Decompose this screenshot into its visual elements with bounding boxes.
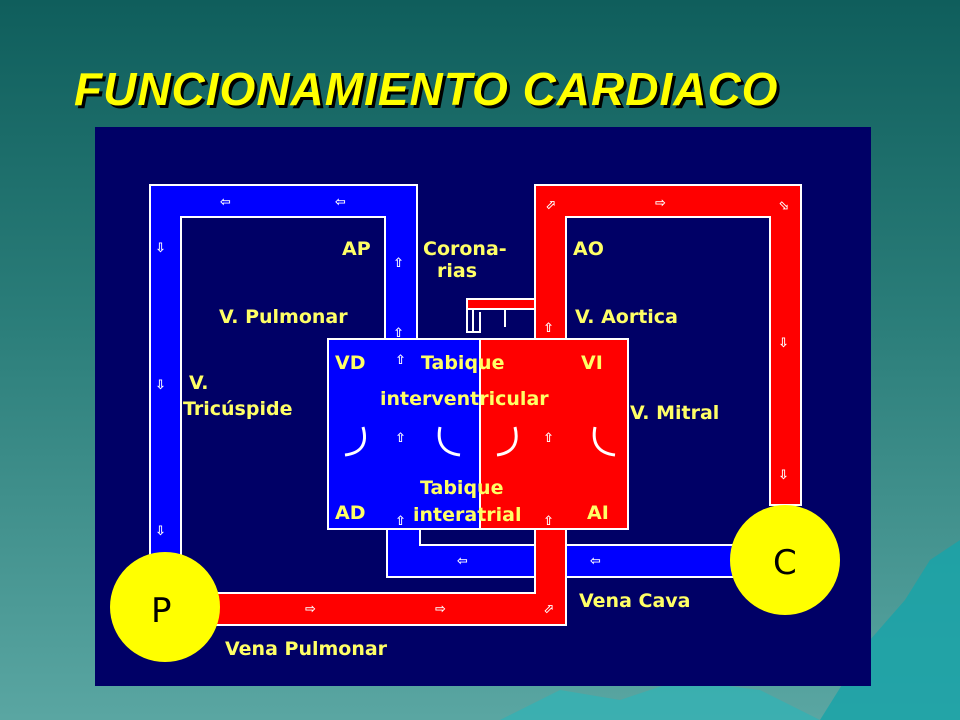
- left-heart-chamber: [479, 338, 629, 530]
- svg-text:⬀: ⬀: [545, 198, 556, 213]
- label-ao: AO: [573, 238, 604, 260]
- mitral-valve-right: [592, 426, 616, 457]
- label-tabique-2: Tabique: [420, 477, 503, 499]
- label-coronarias-1: Corona-: [423, 238, 507, 260]
- svg-text:⇧: ⇧: [393, 256, 404, 271]
- slide-title: FUNCIONAMIENTO CARDIACO: [74, 63, 779, 115]
- svg-text:⇨: ⇨: [305, 602, 316, 617]
- p-label: P: [151, 591, 172, 631]
- coronary-tube: [466, 298, 536, 333]
- label-interventricular: interventricular: [380, 388, 549, 410]
- svg-text:⇧: ⇧: [543, 431, 554, 446]
- svg-text:⬂: ⬂: [778, 198, 789, 213]
- svg-text:⇧: ⇧: [395, 431, 406, 446]
- svg-text:⇩: ⇩: [778, 468, 789, 483]
- svg-text:⬀: ⬀: [543, 602, 554, 617]
- mitral-valve-left: [496, 426, 518, 457]
- svg-text:⇨: ⇨: [435, 602, 446, 617]
- svg-text:⇦: ⇦: [220, 195, 231, 210]
- label-vi: VI: [581, 352, 603, 374]
- svg-text:⇧: ⇧: [395, 514, 406, 529]
- label-v-aortica: V. Aortica: [575, 306, 678, 328]
- svg-text:⇦: ⇦: [590, 554, 601, 569]
- label-ad: AD: [335, 502, 365, 524]
- flow-arrows: ⇦ ⇦ ⇩ ⇩ ⇩ ⇧ ⇧ ⬀ ⇨ ⬂ ⇩ ⇩ ⇧ ⇧ ⇧ ⇧ ⇧ ⇧ ⇦ ⇦ ⇨ ⇨ ⬀: [155, 195, 789, 617]
- c-label: C: [773, 543, 797, 583]
- label-v-mitral: V. Mitral: [630, 402, 719, 424]
- label-v-pulmonar: V. Pulmonar: [219, 306, 348, 328]
- tricuspid-valve-right: [437, 426, 461, 457]
- svg-text:⇧: ⇧: [543, 321, 554, 336]
- svg-text:⇨: ⇨: [655, 196, 666, 211]
- svg-text:⇧: ⇧: [393, 326, 404, 341]
- label-ai: AI: [587, 502, 609, 524]
- label-v-tricuspide-2: Tricúspide: [183, 398, 292, 420]
- svg-text:⇧: ⇧: [395, 353, 406, 368]
- heart-diagram: P C ⇦⇦ ⇩⇩⇩ ⇧⇧ ⬀⇨⬂ ⇩⇩ ⇧ ⇧⇧⇧ ⇧⇧ ⇦⇦ ⇨⇨⬀ AP …: [95, 127, 871, 686]
- svg-text:⇩: ⇩: [155, 524, 166, 539]
- label-coronarias-2: rias: [437, 260, 477, 282]
- label-v-tricuspide-1: V.: [189, 372, 208, 394]
- tricuspid-valve-left: [344, 426, 366, 457]
- label-tabique-1: Tabique: [421, 352, 504, 374]
- p-circle: [110, 552, 220, 662]
- c-circle: [730, 505, 840, 615]
- label-vena-pulmonar: Vena Pulmonar: [225, 638, 388, 660]
- label-interatrial: interatrial: [413, 504, 522, 526]
- svg-text:⇧: ⇧: [543, 514, 554, 529]
- svg-text:⇩: ⇩: [155, 241, 166, 256]
- label-ap: AP: [342, 238, 371, 260]
- svg-text:⇦: ⇦: [457, 554, 468, 569]
- svg-text:⇩: ⇩: [778, 336, 789, 351]
- label-vena-cava: Vena Cava: [579, 590, 691, 612]
- diagram-svg: P C ⇦⇦ ⇩⇩⇩ ⇧⇧ ⬀⇨⬂ ⇩⇩ ⇧ ⇧⇧⇧ ⇧⇧ ⇦⇦ ⇨⇨⬀ AP …: [110, 184, 840, 662]
- label-vd: VD: [335, 352, 365, 374]
- svg-text:⇦: ⇦: [335, 195, 346, 210]
- svg-text:⇩: ⇩: [155, 378, 166, 393]
